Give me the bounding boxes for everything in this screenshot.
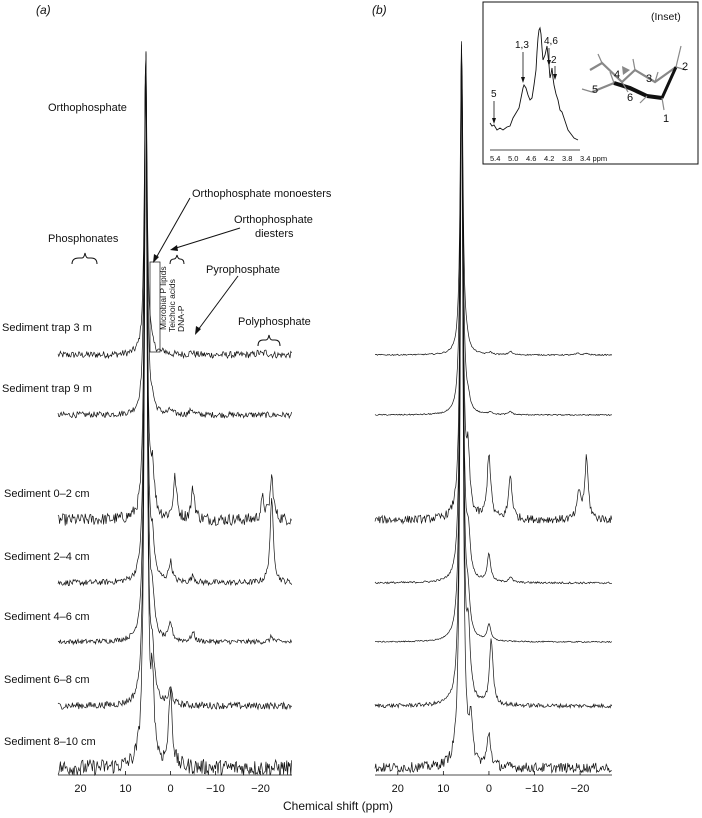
diesters-bracket <box>169 254 185 265</box>
diesters-arrow <box>175 227 241 249</box>
series-label: Sediment trap 3 m <box>2 322 92 334</box>
x-tick-label: −20 <box>251 783 270 795</box>
inset-tick-label: 5.4 <box>490 154 500 163</box>
monoester-region-box <box>149 261 161 353</box>
spectrum-line-7 <box>374 50 612 774</box>
diesters-arrowhead <box>170 245 178 251</box>
spectrum-line-6 <box>374 51 613 710</box>
diesters-label-1: Orthophosphate <box>234 214 313 226</box>
inset-tick-labels: 5.4 5.0 4.6 4.2 3.8 3.4 ppm <box>490 154 607 163</box>
x-axis-panel-a: 20 10 0 −10 −20 <box>58 771 292 795</box>
monoesters-label: Orthophosphate monoesters <box>192 188 332 200</box>
inset-arrowhead-46 <box>547 60 551 66</box>
x-tick-label: 10 <box>119 783 131 795</box>
diesters-label-2: diesters <box>255 228 294 240</box>
ring-label-4: 4 <box>614 69 620 81</box>
inset-arrowhead-5 <box>492 118 496 124</box>
spectra-panel-a: Sediment trap 3 m Sediment trap 9 m Sedime… <box>2 51 292 776</box>
series-label: Sediment trap 9 m <box>2 383 92 395</box>
x-tick-label: 20 <box>74 783 86 795</box>
spectrum-line-3 <box>57 52 292 526</box>
panel-a-label: (a) <box>36 3 51 17</box>
orthophosphate-label: Orthophosphate <box>48 102 127 114</box>
x-tick-label: −10 <box>525 783 544 795</box>
spectrum-line-1 <box>57 55 292 360</box>
monoesters-arrowhead <box>153 254 159 263</box>
series-label: Sediment 8–10 cm <box>4 736 96 748</box>
inset-peak-5: 5 <box>491 89 497 100</box>
spectrum-line-6 <box>57 61 292 711</box>
spectrum-line-1 <box>375 41 613 357</box>
phosphonates-bracket <box>71 252 98 265</box>
inset-tick-label: 4.2 <box>544 154 554 163</box>
inset-tick-label: 3.8 <box>562 154 572 163</box>
inset-peak-2: 2 <box>551 55 557 66</box>
ring-label-2: 2 <box>682 61 688 73</box>
spectra-panel-b <box>374 41 613 774</box>
inset-tick-label: 5.0 <box>508 154 518 163</box>
spectrum-line-2 <box>374 50 612 417</box>
inset-title: (Inset) <box>651 11 681 23</box>
spectrum-line-3 <box>374 44 613 525</box>
x-tick-label: 10 <box>437 783 449 795</box>
inset-box: (Inset) 5.4 5.0 4.6 4.2 3.8 3.4 ppm 5 1,3 4,6… <box>482 1 699 165</box>
monoesters-arrow <box>155 197 191 259</box>
inset-arrowhead-13 <box>521 77 525 83</box>
dnap-label: DNA-P <box>176 305 186 332</box>
series-label: Sediment 4–6 cm <box>4 611 90 623</box>
annotations-panel-a: Orthophosphate Orthophosphate monoesters… <box>48 102 332 353</box>
inositol-ring-diagram: 1 2 3 4 5 6 <box>581 45 688 125</box>
ring-label-5: 5 <box>592 84 598 96</box>
panel-b-label: (b) <box>372 3 387 17</box>
spectrum-line-7 <box>57 51 292 776</box>
polyphosphate-label: Polyphosphate <box>238 316 311 328</box>
series-label: Sediment 2–4 cm <box>4 551 90 563</box>
series-label: Sediment 0–2 cm <box>4 488 90 500</box>
x-tick-label: 20 <box>392 783 404 795</box>
inset-arrowhead-2 <box>553 74 557 80</box>
polyphosphate-bracket <box>257 334 281 347</box>
spectrum-line-5 <box>374 50 613 643</box>
pyrophosphate-arrowhead <box>195 326 201 335</box>
ring-label-6: 6 <box>627 92 633 104</box>
ring-label-3: 3 <box>646 73 652 85</box>
pyrophosphate-label: Pyrophosphate <box>206 264 280 276</box>
pyrophosphate-arrow <box>197 275 239 331</box>
x-tick-label: 0 <box>486 783 492 795</box>
x-axis-panel-b: 20 10 0 −10 −20 <box>375 771 612 795</box>
spectrum-line-4 <box>57 53 292 587</box>
spectrum-line-5 <box>57 55 292 646</box>
spectrum-line-2 <box>57 56 292 420</box>
spectrum-line-4 <box>374 48 612 585</box>
inset-peak-46: 4,6 <box>544 36 558 47</box>
inset-tick-label: 4.6 <box>526 154 536 163</box>
inset-peak-13: 1,3 <box>515 40 529 51</box>
x-tick-label: −20 <box>571 783 590 795</box>
teichoic-label: Teichoic acids <box>167 279 177 332</box>
inset-spectrum <box>489 26 579 141</box>
x-tick-label: 0 <box>167 783 173 795</box>
inset-tick-label: 3.4 ppm <box>580 154 607 163</box>
x-axis-label: Chemical shift (ppm) <box>283 799 393 813</box>
ring-label-1: 1 <box>663 113 669 125</box>
microbial-label: Microbial P lipids <box>158 266 168 330</box>
phosphonates-label: Phosphonates <box>48 233 119 245</box>
x-tick-label: −10 <box>206 783 225 795</box>
series-label: Sediment 6–8 cm <box>4 674 90 686</box>
